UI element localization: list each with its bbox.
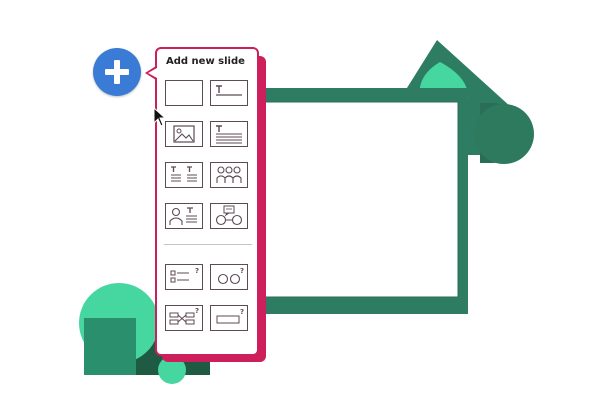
- quiz-choice-icon: ?: [217, 267, 244, 285]
- svg-text:?: ?: [195, 307, 199, 315]
- layout-image[interactable]: [165, 121, 203, 147]
- plus-icon: [105, 60, 129, 84]
- layout-quiz-fill[interactable]: ?: [210, 305, 248, 331]
- panel-pointer-inner: [148, 68, 157, 78]
- add-slide-button[interactable]: [93, 48, 141, 96]
- quiz-match-icon: ?: [169, 307, 199, 325]
- chat-people-icon: [215, 205, 243, 226]
- mouse-pointer-icon: [153, 107, 167, 127]
- layout-discussion[interactable]: [210, 203, 248, 229]
- layout-quiz-match[interactable]: ?: [165, 305, 203, 331]
- quiz-list-icon: ?: [170, 267, 199, 283]
- panel-title: Add new slide: [166, 56, 245, 67]
- decor-bubble: [158, 356, 186, 384]
- layout-blank[interactable]: [165, 80, 203, 106]
- panel-divider: [164, 244, 252, 245]
- layout-quiz-list[interactable]: ?: [165, 264, 203, 290]
- decor-mint-strip: [84, 318, 136, 375]
- svg-text:?: ?: [195, 267, 199, 275]
- layout-team[interactable]: [210, 162, 248, 188]
- layout-quiz-choice[interactable]: ?: [210, 264, 248, 290]
- people-group-icon: [216, 166, 242, 183]
- title-text-icon: [216, 125, 242, 144]
- svg-text:?: ?: [240, 308, 244, 316]
- layout-title-only[interactable]: [210, 80, 248, 106]
- layout-profile[interactable]: [165, 203, 203, 229]
- two-columns-icon: [171, 166, 197, 182]
- title-only-icon: [216, 85, 242, 96]
- profile-icon: [169, 207, 197, 225]
- layout-two-columns[interactable]: [165, 162, 203, 188]
- svg-text:?: ?: [240, 267, 244, 275]
- layout-title-text[interactable]: [210, 121, 248, 147]
- quiz-fill-icon: ?: [216, 308, 244, 324]
- image-icon: [173, 125, 195, 143]
- decor-circle-dark: [474, 104, 534, 164]
- slide-canvas: [250, 102, 458, 297]
